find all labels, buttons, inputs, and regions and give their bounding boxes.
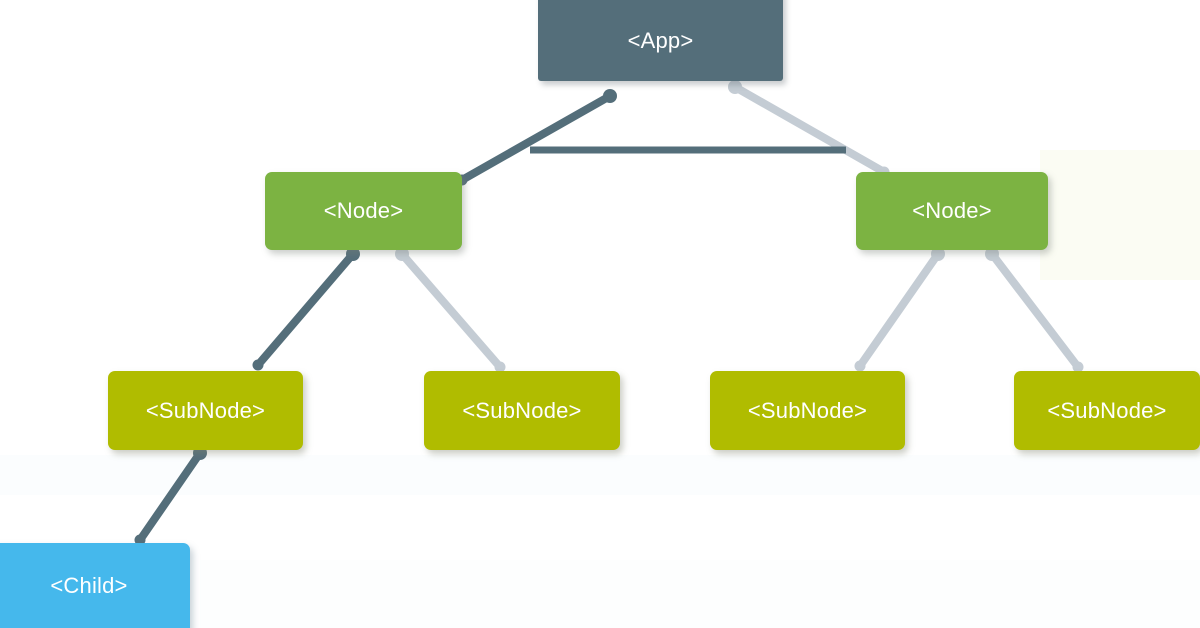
edge-start-dot [346, 247, 360, 261]
edge-end-dot [252, 359, 264, 371]
edge-end-dot [494, 361, 506, 373]
edge-node-left-to-subnode-1 [252, 247, 360, 371]
node-subnode-2[interactable]: <SubNode> [424, 371, 620, 450]
node-label: <SubNode> [462, 397, 582, 423]
edge-end-dot [854, 360, 866, 372]
node-label: <SubNode> [1047, 397, 1167, 423]
node-label: <App> [627, 27, 694, 53]
node-label: <Node> [323, 198, 404, 223]
edge-app-to-node-right [728, 80, 890, 178]
node-node-left[interactable]: <Node> [265, 172, 462, 250]
edge-app-to-node-left [456, 89, 617, 186]
node-child[interactable]: <Child> [0, 543, 190, 628]
edge-start-dot [603, 89, 617, 103]
edge-line [136, 449, 204, 544]
edge-subnode-1-to-child [134, 446, 207, 546]
edge-line [856, 250, 942, 370]
node-node-right[interactable]: <Node> [856, 172, 1048, 250]
node-subnode-4[interactable]: <SubNode> [1014, 371, 1200, 450]
edge-start-dot [395, 247, 409, 261]
edge-line [988, 250, 1082, 371]
edge-line [731, 83, 888, 176]
node-label: <SubNode> [747, 397, 868, 423]
node-app[interactable]: <App> [538, 0, 783, 81]
node-subnode-3[interactable]: <SubNode> [710, 371, 905, 450]
edge-line [254, 250, 357, 369]
node-subnode-1[interactable]: <SubNode> [108, 371, 303, 450]
edge-start-dot [931, 247, 945, 261]
edge-end-dot [1072, 361, 1084, 373]
edge-end-dot [134, 534, 146, 546]
edge-node-left-to-subnode-2 [395, 247, 506, 373]
edge-line [458, 92, 614, 184]
node-label: <Child> [50, 572, 128, 598]
node-label: <Node> [912, 198, 992, 223]
edge-start-dot [728, 80, 742, 94]
edge-node-right-to-subnode-4 [985, 247, 1084, 373]
edge-node-right-to-subnode-3 [854, 247, 945, 372]
edge-start-dot [985, 247, 999, 261]
node-label: <SubNode> [145, 397, 266, 423]
edge-line [398, 250, 504, 371]
